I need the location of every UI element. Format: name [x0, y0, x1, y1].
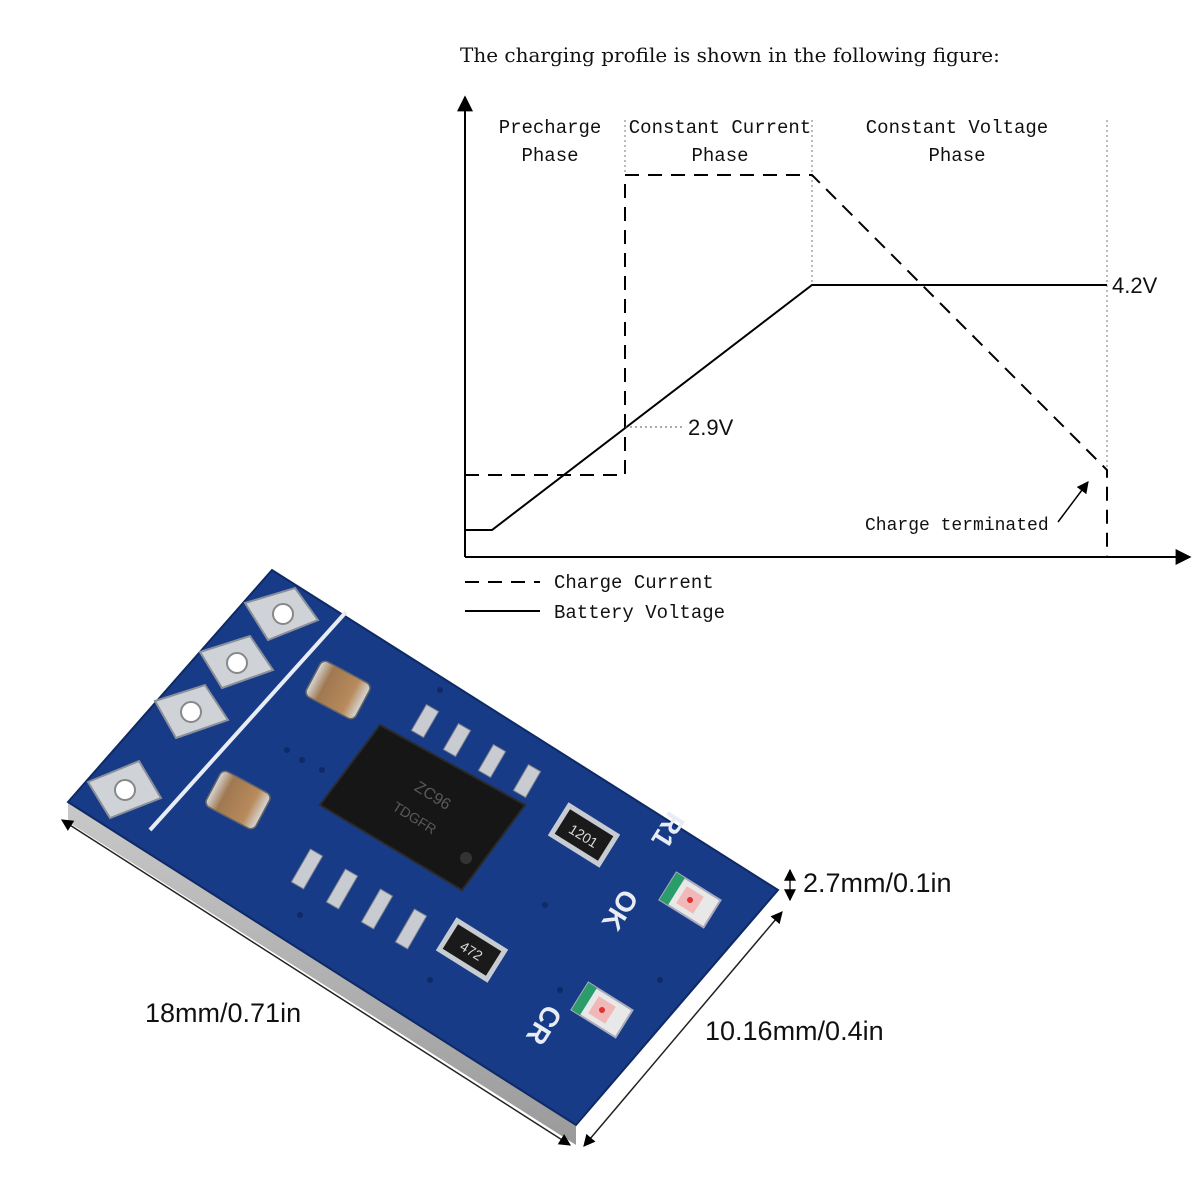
precharge-label-line1: Precharge	[499, 117, 602, 139]
pcb-module: ZC96 TDGFR 1201 472	[66, 568, 780, 1145]
caption-text: The charging profile is shown in the fol…	[460, 43, 1000, 67]
thickness-dimension-label: 2.7mm/0.1in	[803, 868, 952, 898]
chip-pins-top	[410, 703, 542, 799]
legend-voltage-label: Battery Voltage	[554, 602, 725, 624]
cc-label-line2: Phase	[691, 145, 748, 167]
cv-label-line2: Phase	[928, 145, 985, 167]
capacitor-2	[205, 770, 271, 830]
legend-current-label: Charge Current	[554, 572, 714, 594]
cv-label-line1: Constant Voltage	[866, 117, 1048, 139]
cc-label-line1: Constant Current	[629, 117, 811, 139]
full-voltage-label: 4.2V	[1112, 273, 1158, 298]
width-dimension-label: 10.16mm/0.4in	[705, 1016, 884, 1046]
length-dimension-label: 18mm/0.71in	[145, 998, 301, 1028]
silk-divider	[148, 610, 348, 832]
battery-voltage-curve	[465, 284, 1107, 531]
charge-current-curve	[465, 174, 1145, 558]
pad-1	[243, 586, 320, 642]
width-dimension-line	[583, 911, 783, 1147]
length-dimension-line	[60, 819, 572, 1146]
precharge-label-line2: Phase	[521, 145, 578, 167]
charge-terminated-label: Charge terminated	[865, 516, 1049, 536]
precharge-voltage-label: 2.9V	[688, 415, 734, 440]
pad-3	[153, 683, 230, 740]
capacitor-1	[305, 660, 371, 720]
pad-2	[198, 634, 275, 690]
terminated-arrow	[1057, 481, 1089, 523]
pad-4	[86, 759, 163, 820]
